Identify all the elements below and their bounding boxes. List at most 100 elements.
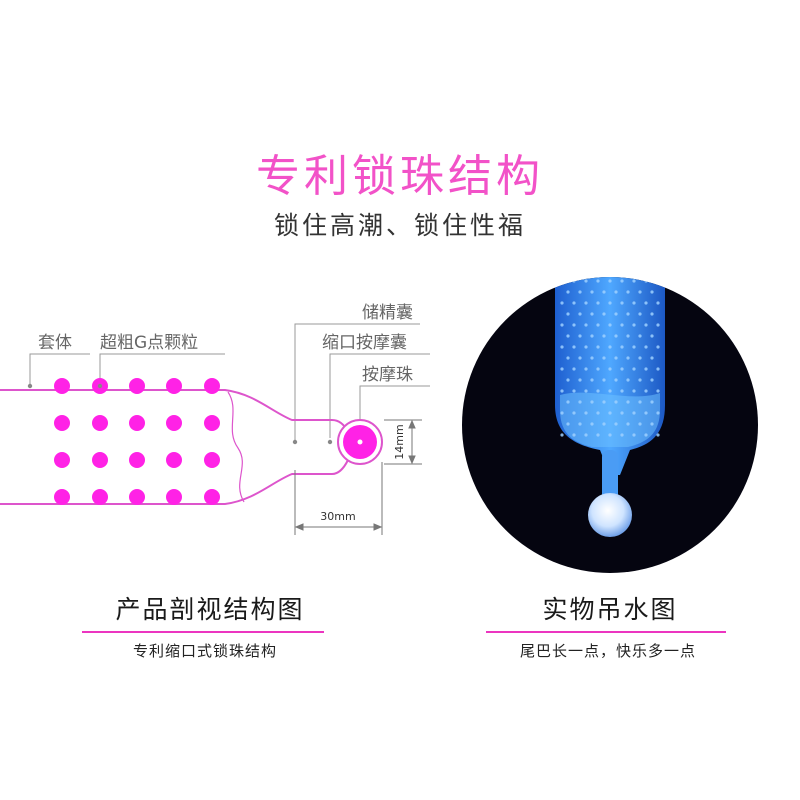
texture-dot	[626, 312, 630, 316]
texture-dot	[572, 389, 576, 393]
texture-dot	[626, 422, 630, 426]
texture-dot	[620, 301, 624, 305]
texture-dot	[578, 290, 582, 294]
product-bead	[588, 493, 632, 537]
texture-dot	[566, 378, 570, 382]
g-spot-point	[97, 383, 103, 389]
texture-dot	[566, 334, 570, 338]
texture-dot	[650, 422, 654, 426]
texture-dot	[602, 312, 606, 316]
right-caption-title: 实物吊水图	[542, 595, 678, 624]
texture-dot	[590, 400, 594, 404]
texture-dot	[656, 433, 660, 437]
texture-dot	[614, 312, 618, 316]
texture-dot	[590, 378, 594, 382]
texture-dot	[596, 433, 600, 437]
texture-dot	[560, 411, 564, 415]
texture-dot	[584, 323, 588, 327]
texture-dot	[650, 378, 654, 382]
texture-dot	[590, 312, 594, 316]
texture-dot	[644, 345, 648, 349]
texture-dot	[638, 400, 642, 404]
page-title: 专利锁珠结构	[256, 151, 544, 202]
label-bead: 按摩珠	[362, 365, 413, 385]
leader-neck	[329, 353, 430, 438]
texture-dot	[596, 279, 600, 283]
texture-dot	[566, 356, 570, 360]
leader-g-spot	[99, 353, 225, 386]
sleeve-outline	[0, 389, 349, 505]
texture-dot	[590, 290, 594, 294]
texture-dot	[650, 312, 654, 316]
texture-dot	[614, 422, 618, 426]
texture-dot	[638, 312, 642, 316]
texture-dot	[614, 290, 618, 294]
texture-dot	[632, 345, 636, 349]
texture-dot	[560, 323, 564, 327]
texture-dot	[596, 411, 600, 415]
texture-dot	[560, 279, 564, 283]
texture-dot	[638, 422, 642, 426]
label-g-spot: 超粗G点颗粒	[100, 333, 198, 353]
texture-dot	[608, 301, 612, 305]
texture-dot	[572, 411, 576, 415]
texture-dot	[638, 356, 642, 360]
g-spot-dot	[204, 452, 220, 468]
texture-dot	[644, 367, 648, 371]
texture-dot	[632, 323, 636, 327]
texture-dot	[578, 356, 582, 360]
texture-dot	[608, 389, 612, 393]
cross-section-diagram: 套体 超粗G点颗粒 储精囊 缩口按摩囊 按摩珠 30mm 14mm	[0, 303, 430, 535]
texture-dot	[584, 411, 588, 415]
left-caption-subtitle: 专利缩口式锁珠结构	[132, 642, 277, 660]
g-spot-dot-grid	[54, 378, 220, 505]
texture-dot	[656, 367, 660, 371]
texture-dot	[602, 422, 606, 426]
texture-dot	[560, 301, 564, 305]
dim-14-arrow-bottom	[408, 455, 416, 465]
texture-dot	[632, 433, 636, 437]
texture-dot	[602, 378, 606, 382]
g-spot-dot	[204, 378, 220, 394]
texture-dot	[590, 334, 594, 338]
texture-dot	[596, 301, 600, 305]
texture-dot	[602, 400, 606, 404]
leader-reservoir	[294, 323, 420, 442]
texture-dot	[644, 301, 648, 305]
texture-dot	[584, 433, 588, 437]
right-caption-subtitle: 尾巴长一点，快乐多一点	[519, 642, 696, 660]
texture-dot	[620, 323, 624, 327]
texture-dot	[566, 290, 570, 294]
g-spot-dot	[54, 489, 70, 505]
texture-dot	[620, 389, 624, 393]
texture-dot	[572, 301, 576, 305]
right-caption-rule	[486, 631, 726, 633]
g-spot-dot	[92, 489, 108, 505]
texture-dot	[596, 323, 600, 327]
texture-dot	[584, 367, 588, 371]
texture-dot	[626, 334, 630, 338]
texture-dot	[626, 378, 630, 382]
g-spot-dot	[92, 415, 108, 431]
texture-dot	[584, 279, 588, 283]
texture-dot	[638, 334, 642, 338]
texture-dot	[572, 367, 576, 371]
g-spot-dot	[166, 489, 182, 505]
texture-dot	[614, 334, 618, 338]
texture-dot	[608, 323, 612, 327]
left-caption-rule	[82, 631, 324, 633]
texture-dot	[560, 367, 564, 371]
g-spot-dot	[54, 378, 70, 394]
texture-dot	[626, 290, 630, 294]
texture-dot	[632, 301, 636, 305]
texture-dot	[596, 367, 600, 371]
water-hanging-photo	[462, 277, 758, 573]
reservoir-point	[292, 439, 298, 445]
dim-label-height: 14mm	[393, 424, 406, 459]
texture-dot	[620, 411, 624, 415]
texture-dot	[644, 323, 648, 327]
water-fill	[560, 392, 660, 447]
texture-dot	[656, 389, 660, 393]
leader-sleeve	[29, 353, 90, 386]
left-caption-title: 产品剖视结构图	[115, 595, 305, 624]
